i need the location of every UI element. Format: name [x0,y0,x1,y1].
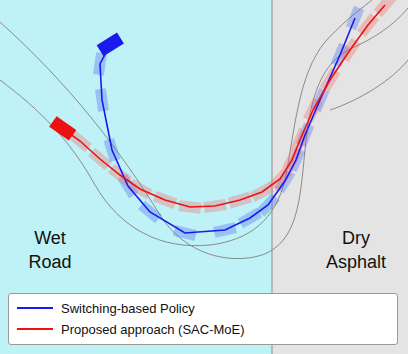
region-label: Wet Road [18,226,82,274]
road-edge [0,8,408,259]
legend-label: Switching-based Policy [61,301,195,316]
legend-box: Switching-based PolicyProposed approach … [8,293,398,345]
legend-entry: Switching-based Policy [17,298,195,318]
surface-region: Dry Asphalt [272,0,408,290]
legend-line-sample [17,324,53,334]
region-label: Dry Asphalt [310,226,402,274]
vehicle-start [49,116,76,140]
legend-line [17,328,53,330]
vehicle-start [97,33,124,57]
legend-line-sample [17,303,53,313]
surface-region: Wet Road [0,0,272,290]
legend-label: Proposed approach (SAC-MoE) [61,322,245,337]
road-edge [330,60,408,110]
legend-line [17,307,53,309]
trajectory-line [100,18,355,233]
trajectory-line [62,5,385,207]
legend-entry: Proposed approach (SAC-MoE) [17,319,245,339]
road-edge [0,0,372,246]
